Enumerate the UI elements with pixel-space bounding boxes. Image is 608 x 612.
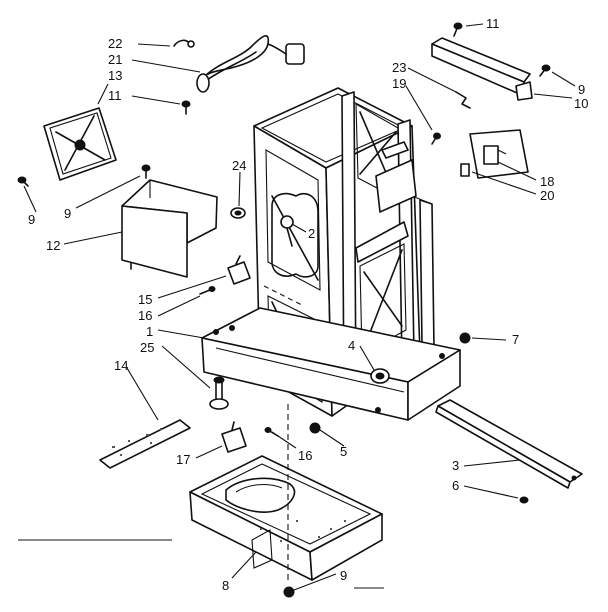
- part-3-bottom-rail: [435, 399, 583, 489]
- callout-13: 13: [108, 68, 122, 83]
- part-9-screw-top: [539, 64, 551, 77]
- callout-9: 9: [64, 206, 71, 221]
- part-19-screw: [431, 132, 441, 145]
- callout-12: 12: [46, 238, 60, 253]
- callout-14: 14: [114, 358, 128, 373]
- part-21-power-cord: [196, 35, 305, 93]
- part-23-bracket: [455, 91, 471, 109]
- construction-lines: [18, 285, 384, 589]
- part-10-top-rail: [431, 37, 533, 101]
- part-12-side-shield: [121, 179, 218, 278]
- callout-9: 9: [578, 82, 585, 97]
- part-25-leveling-leg: [209, 376, 229, 410]
- leader-lines: [23, 23, 576, 591]
- callout-11: 11: [486, 16, 500, 31]
- callout-18: 18: [540, 174, 554, 189]
- callout-5: 5: [340, 444, 347, 459]
- callout-16: 16: [138, 308, 152, 323]
- callout-19: 19: [392, 76, 406, 91]
- part-24-grommet: [230, 207, 246, 219]
- callout-8: 8: [222, 578, 229, 593]
- callout-22: 22: [108, 36, 122, 51]
- callout-6: 6: [452, 478, 459, 493]
- part-4-plug: [370, 368, 390, 384]
- part-7-nut: [459, 332, 471, 344]
- callout-9: 9: [28, 212, 35, 227]
- callout-24: 24: [232, 158, 246, 173]
- callout-2: 2: [308, 226, 315, 241]
- part-8-base-tray: [189, 455, 383, 581]
- callout-10: 10: [574, 96, 588, 111]
- part-9-screw-left: [17, 176, 29, 187]
- part-11-screw-left: [181, 100, 191, 115]
- callout-15: 15: [138, 292, 152, 307]
- callout-21: 21: [108, 52, 122, 67]
- callout-11: 11: [108, 88, 122, 103]
- callout-16: 16: [298, 448, 312, 463]
- part-20-switch: [460, 163, 470, 177]
- callout-20: 20: [540, 188, 554, 203]
- callout-17: 17: [176, 452, 190, 467]
- callout-labels: 22 21 13 11 11 23 19 9 10 24 2 18 20 9 9…: [28, 16, 588, 593]
- part-15-bracket: [227, 255, 251, 285]
- callout-7: 7: [512, 332, 519, 347]
- callout-9: 9: [340, 568, 347, 583]
- part-17-bracket: [221, 421, 247, 453]
- part-11-screw-top: [453, 22, 463, 37]
- part-14-foot-strip: [99, 419, 191, 469]
- part-5-nut: [309, 422, 321, 434]
- part-9-screw-shield: [141, 164, 151, 179]
- part-9-screw-bottom: [283, 586, 295, 598]
- part-16-screw-left: [199, 286, 216, 295]
- part-18-switch-bracket: [469, 129, 529, 179]
- part-13-back-panel: [43, 107, 117, 181]
- part-2-cable: [280, 215, 294, 247]
- part-6-screw: [519, 496, 529, 504]
- part-22-cord-clip: [173, 39, 195, 48]
- part-1-base-pan: [201, 307, 461, 421]
- callout-4: 4: [348, 338, 355, 353]
- callout-25: 25: [140, 340, 154, 355]
- callout-23: 23: [392, 60, 406, 75]
- callout-3: 3: [452, 458, 459, 473]
- callout-1: 1: [146, 324, 153, 339]
